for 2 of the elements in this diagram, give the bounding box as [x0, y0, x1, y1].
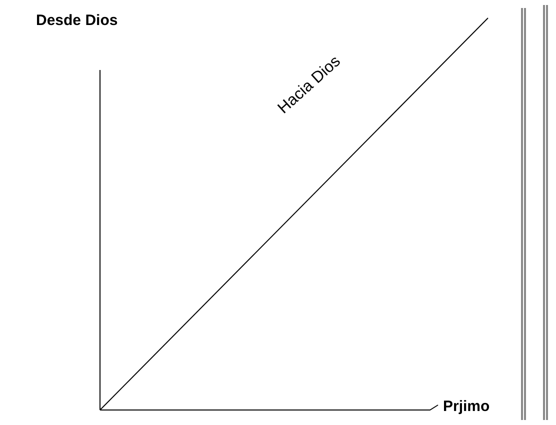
axis-label: Desde Dios	[36, 12, 118, 29]
axis-label: Prjimo	[443, 398, 490, 415]
